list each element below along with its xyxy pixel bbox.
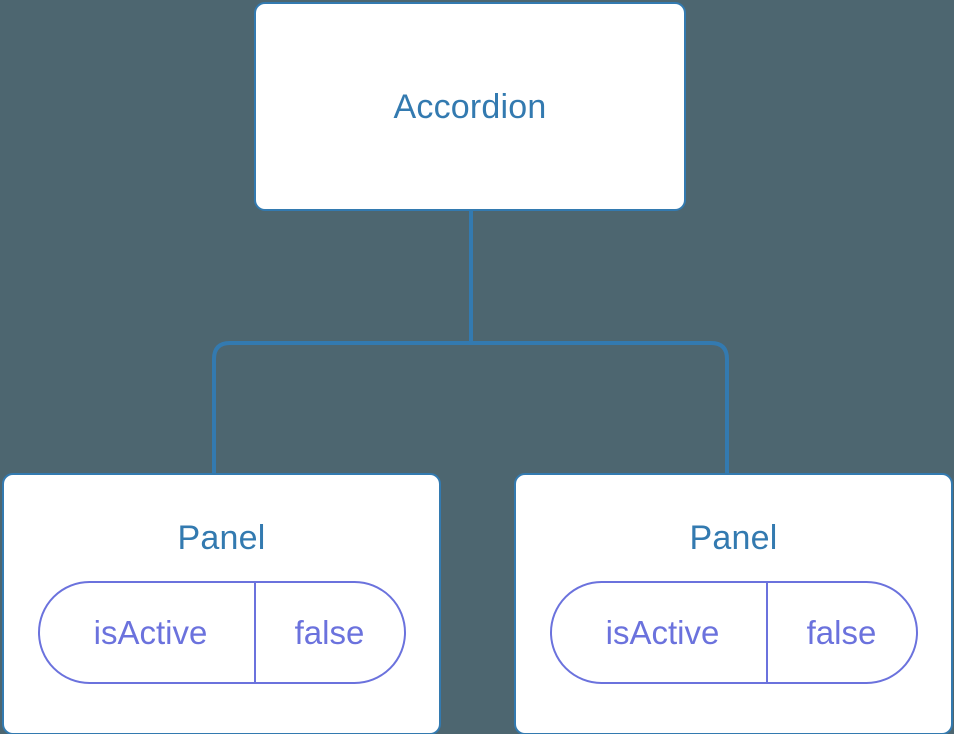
node-panel-0-title: Panel <box>177 519 266 557</box>
node-panel-1-title: Panel <box>689 519 778 557</box>
node-panel-0[interactable]: Panel isActive false <box>2 473 441 734</box>
node-panel-0-prop-key: isActive <box>93 614 208 651</box>
node-panel-1-prop-key: isActive <box>605 614 720 651</box>
edge-accordion-to-panel-1 <box>471 341 729 475</box>
node-panel-0-prop-value: false <box>253 583 404 682</box>
node-panel-1-prop-isactive[interactable]: isActive false <box>549 581 918 684</box>
node-panel-0-prop-isactive[interactable]: isActive false <box>37 581 406 684</box>
node-accordion-title: Accordion <box>393 87 547 126</box>
node-accordion[interactable]: Accordion <box>254 2 686 211</box>
node-panel-1-prop-value: false <box>765 583 916 682</box>
node-panel-1[interactable]: Panel isActive false <box>514 473 953 734</box>
edge-accordion-to-panel-0 <box>212 341 471 475</box>
